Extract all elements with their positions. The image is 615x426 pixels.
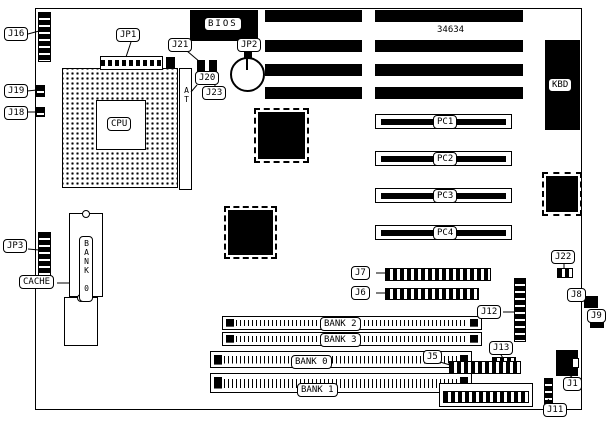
battery-key-mark — [246, 58, 248, 70]
j1-label: J1 — [563, 377, 582, 391]
j7-header — [385, 268, 491, 281]
j11-label: J11 — [543, 403, 568, 417]
j9-label: J9 — [587, 309, 606, 323]
qfp-chip — [224, 206, 277, 259]
qfp-chip — [542, 172, 582, 216]
j5-connector — [449, 361, 521, 374]
part-number: 34634 — [437, 25, 465, 35]
j6-label: J6 — [351, 286, 370, 300]
jp1-header — [100, 56, 163, 70]
j1-notch — [572, 358, 579, 368]
j6-header — [385, 288, 479, 300]
bank2-label: BANK 2 — [320, 317, 361, 331]
j8-label: J8 — [567, 288, 586, 302]
jp3-header — [38, 232, 51, 276]
pc2-label: PC2 — [433, 152, 458, 166]
pc3-label: PC3 — [433, 189, 458, 203]
j12-label: J12 — [477, 305, 502, 319]
j12-header — [514, 278, 526, 342]
bank3-label: BANK 3 — [320, 333, 361, 347]
at-power-connector — [179, 68, 192, 190]
j18-label: J18 — [4, 106, 29, 120]
cpu-label: CPU — [107, 117, 132, 131]
power-connector — [439, 383, 533, 407]
power-connector-pins — [443, 391, 529, 403]
j7-label: J7 — [351, 266, 370, 280]
j11-connector — [544, 378, 553, 404]
j22-label: J22 — [551, 250, 576, 264]
j18-connector — [36, 107, 45, 117]
isa-slot — [375, 64, 523, 76]
simm-slot-bank1 — [210, 373, 472, 393]
qfp-chip — [254, 108, 309, 163]
cache-socket — [64, 297, 98, 346]
jp3-label: JP3 — [3, 239, 28, 253]
j19-connector — [36, 85, 45, 97]
pc4-label: PC4 — [433, 226, 458, 240]
pc1-label: PC1 — [433, 115, 458, 129]
j1-connector — [556, 350, 578, 376]
j19-label: J19 — [4, 84, 29, 98]
isa-slot — [375, 87, 523, 99]
j21-label: J21 — [168, 38, 193, 52]
jp2-label: JP2 — [237, 38, 262, 52]
bios-label: BIOS — [204, 17, 242, 31]
jp1-jumper-block — [166, 57, 175, 69]
bank0-label: BANK 0 — [291, 355, 332, 369]
j21-jumper — [197, 60, 205, 73]
j8-port — [584, 296, 598, 308]
j23-label: J23 — [202, 86, 227, 100]
jp1-label: JP1 — [116, 28, 141, 42]
isa-slot — [265, 87, 362, 99]
isa-slot — [265, 10, 362, 22]
simm-slot-bank0 — [210, 351, 472, 368]
j22-connector — [557, 268, 573, 278]
cache-label: CACHE — [19, 275, 55, 289]
cache-bank0-label: BANK 0 — [79, 236, 93, 302]
j16-connector — [38, 12, 51, 62]
j16-label: J16 — [4, 27, 29, 41]
j5-label: J5 — [423, 350, 442, 364]
kbd-label: KBD — [548, 78, 573, 92]
at-label: AT — [182, 86, 191, 104]
j13-label: J13 — [489, 341, 514, 355]
cache-socket-notch — [82, 210, 90, 218]
isa-slot — [265, 40, 362, 52]
j23-jumper — [209, 60, 217, 73]
j20-label: J20 — [195, 71, 220, 85]
bank1-label: BANK 1 — [297, 383, 338, 397]
isa-slot — [375, 40, 523, 52]
isa-slot — [265, 64, 362, 76]
isa-slot — [375, 10, 523, 22]
